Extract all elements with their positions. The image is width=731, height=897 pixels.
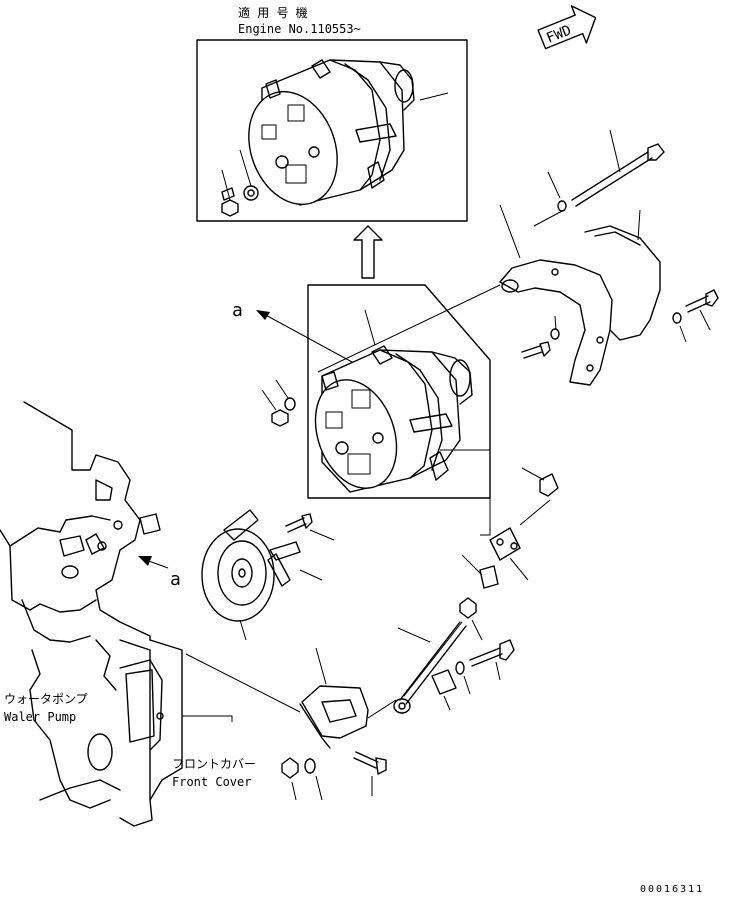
adjusting-rod — [393, 621, 467, 714]
main-alternator — [307, 284, 491, 536]
inset-title-jp: 適 用 号 機 — [238, 5, 308, 20]
inset-alternator — [248, 59, 449, 206]
view-marker-a-bottom: a — [138, 556, 181, 590]
alternator-callout-box — [307, 284, 491, 499]
pulley-bolt — [285, 513, 335, 541]
front-cover-label-jp: フロントカバー — [172, 757, 256, 771]
inset-panel: 適 用 号 機 Engine No.110553~ — [196, 5, 468, 222]
drawing-number: 00016311 — [640, 884, 704, 895]
lower-nut-washer-bolt — [281, 751, 387, 801]
view-marker-label: a — [232, 300, 243, 321]
lower-bolt-set — [431, 639, 515, 711]
view-marker-label-bottom: a — [170, 569, 181, 590]
engine-block — [0, 401, 183, 827]
up-arrow — [353, 225, 383, 279]
lower-bracket — [182, 647, 397, 749]
water-pump-label-jp: ウォータポンプ — [4, 692, 88, 706]
long-bolt — [533, 129, 665, 227]
adjusting-link — [459, 467, 559, 641]
fwd-arrow: FWD — [537, 5, 597, 50]
water-pump-label-en: Waler Pump — [4, 710, 76, 724]
bracket-bolts — [521, 289, 719, 359]
inset-nut-washer — [221, 149, 259, 217]
inset-title-en: Engine No.110553~ — [238, 22, 361, 36]
inset-frame — [196, 39, 468, 222]
front-cover-callout: フロントカバー Front Cover — [172, 757, 256, 789]
front-cover-label-en: Front Cover — [172, 775, 251, 789]
view-marker-a-top: a — [232, 300, 353, 363]
mounting-bracket — [499, 204, 661, 386]
pulley — [201, 509, 323, 641]
mount-nut-washer — [261, 379, 296, 427]
water-pump-callout: ウォータポンプ Waler Pump — [4, 692, 88, 724]
